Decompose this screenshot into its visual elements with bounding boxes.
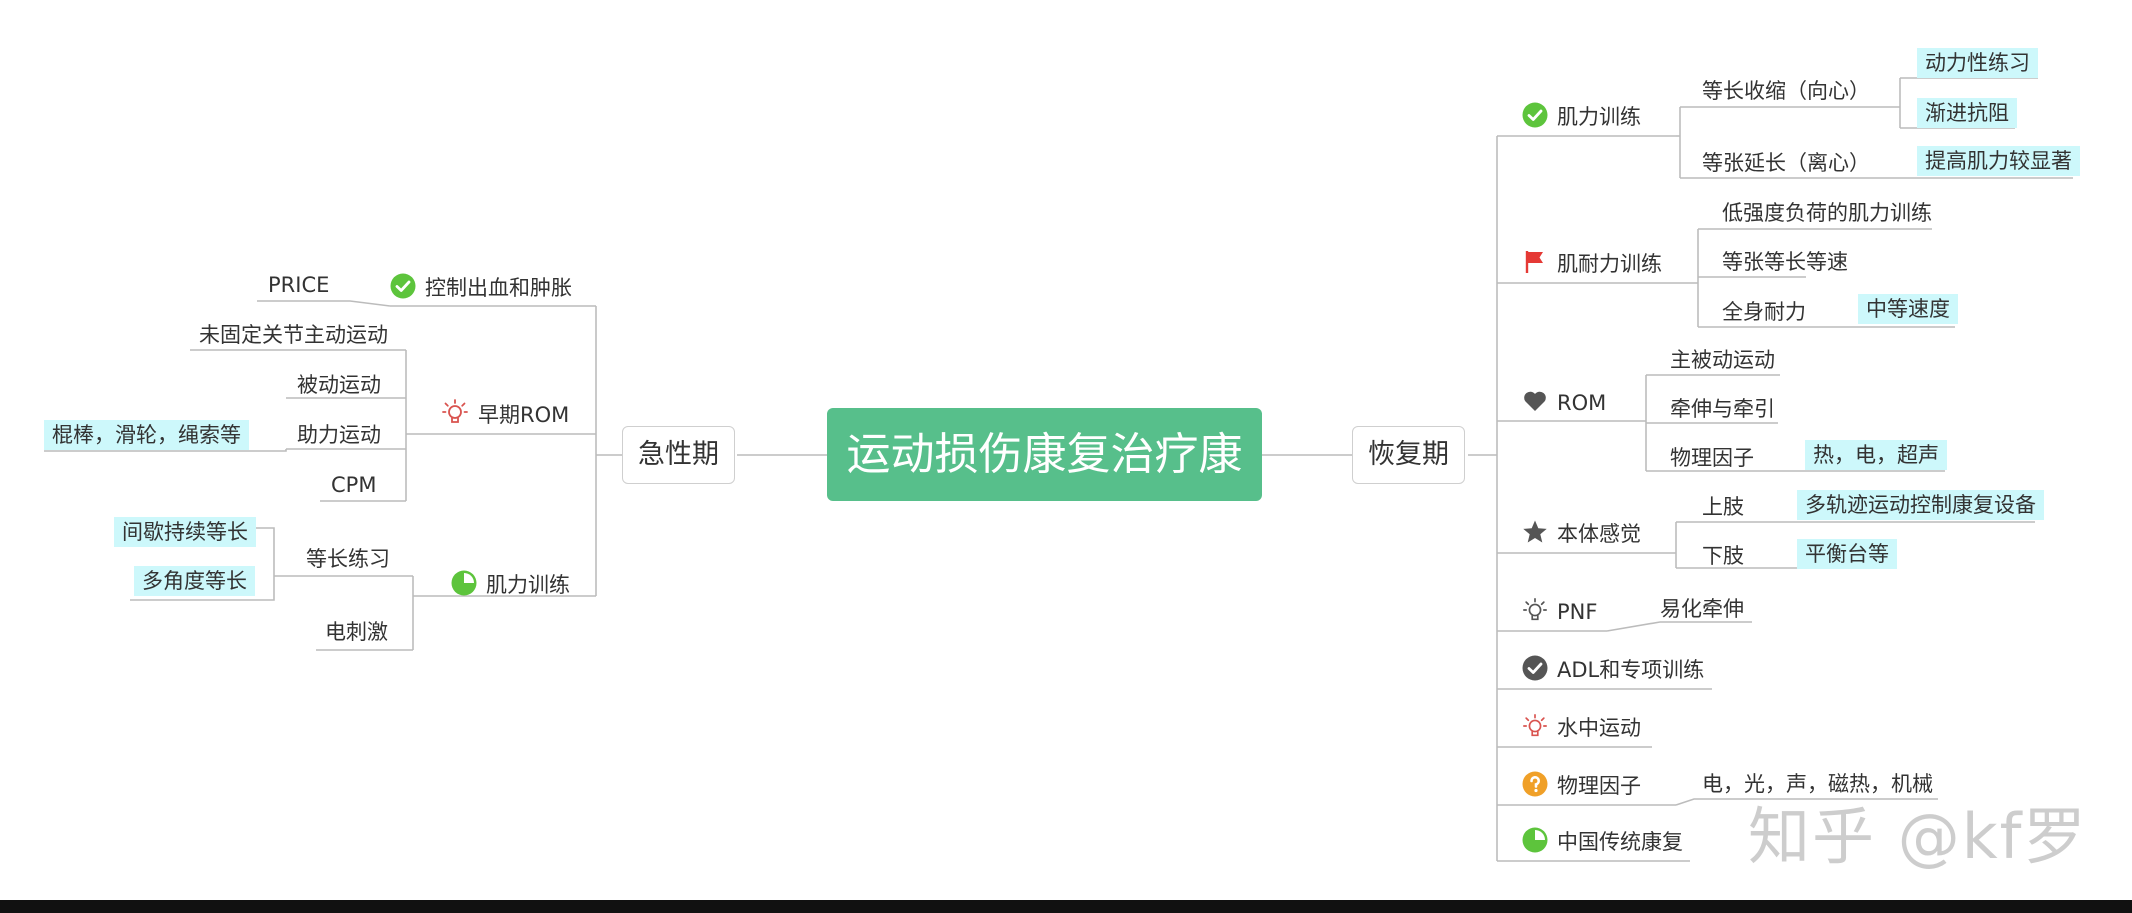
topic-tools[interactable]: 棍棒，滑轮，绳索等 bbox=[44, 420, 249, 450]
topic-electrical-stimulation[interactable]: 电刺激 bbox=[325, 620, 388, 644]
topic-endurance[interactable]: 肌耐力训练 bbox=[1522, 249, 1662, 279]
check-circle-icon bbox=[1522, 655, 1548, 681]
pie-progress-icon bbox=[1522, 827, 1548, 853]
check-circle-icon bbox=[1522, 102, 1548, 128]
topic-upper-limb[interactable]: 上肢 bbox=[1702, 495, 1744, 519]
lightbulb-icon bbox=[1522, 713, 1548, 739]
topic-strength-acute[interactable]: 肌力训练 bbox=[451, 570, 570, 600]
topic-intermittent-isometric[interactable]: 间歇持续等长 bbox=[114, 517, 256, 547]
topic-label: 控制出血和肿胀 bbox=[425, 276, 572, 300]
topic-label: 中国传统康复 bbox=[1557, 830, 1683, 854]
heart-icon bbox=[1522, 388, 1548, 414]
topic-unfixed-joint[interactable]: 未固定关节主动运动 bbox=[199, 323, 388, 347]
topic-proprioception[interactable]: 本体感觉 bbox=[1522, 519, 1641, 549]
pie-progress-icon bbox=[451, 570, 477, 596]
topic-label: 物理因子 bbox=[1557, 774, 1641, 798]
topic-label: 本体感觉 bbox=[1557, 522, 1641, 546]
topic-low-intensity[interactable]: 低强度负荷的肌力训练 bbox=[1722, 201, 1932, 225]
topic-active-passive[interactable]: 主被动运动 bbox=[1670, 348, 1775, 372]
topic-tcm-rehab[interactable]: 中国传统康复 bbox=[1522, 827, 1683, 857]
topic-multi-angle-isometric[interactable]: 多角度等长 bbox=[134, 566, 255, 596]
star-icon bbox=[1522, 519, 1548, 545]
topic-label: ADL和专项训练 bbox=[1557, 658, 1705, 682]
topic-medium-speed[interactable]: 中等速度 bbox=[1858, 294, 1958, 324]
topic-pnf[interactable]: PNF bbox=[1522, 597, 1597, 627]
recovery-phase-topic[interactable]: 恢复期 bbox=[1352, 426, 1465, 484]
check-circle-icon bbox=[390, 273, 416, 299]
topic-isometric[interactable]: 等长练习 bbox=[306, 547, 390, 571]
topic-heat-electric-ultrasound[interactable]: 热，电，超声 bbox=[1805, 440, 1947, 470]
topic-strength-recovery[interactable]: 肌力训练 bbox=[1522, 102, 1641, 132]
topic-cpm[interactable]: CPM bbox=[331, 473, 377, 497]
topic-facilitated-stretch[interactable]: 易化牵伸 bbox=[1660, 597, 1744, 621]
topic-modalities[interactable]: 电，光，声，磁热，机械 bbox=[1702, 772, 1933, 796]
bottom-border bbox=[0, 900, 2132, 913]
topic-adl[interactable]: ADL和专项训练 bbox=[1522, 655, 1704, 685]
topic-dynamic-exercise[interactable]: 动力性练习 bbox=[1917, 48, 2038, 78]
lightbulb-icon bbox=[1522, 597, 1548, 623]
flag-icon bbox=[1522, 249, 1548, 275]
topic-rom[interactable]: ROM bbox=[1522, 388, 1606, 418]
topic-eccentric[interactable]: 等张延长（离心） bbox=[1702, 151, 1870, 175]
topic-label: 早期ROM bbox=[478, 403, 570, 427]
watermark: 知乎 @kf罗 bbox=[1748, 800, 2088, 873]
topic-physical-factors[interactable]: 物理因子 bbox=[1670, 446, 1754, 470]
topic-aquatic[interactable]: 水中运动 bbox=[1522, 713, 1641, 743]
topic-label: 肌耐力训练 bbox=[1557, 252, 1662, 276]
topic-progressive-resistance[interactable]: 渐进抗阻 bbox=[1917, 98, 2017, 128]
topic-label: 肌力训练 bbox=[486, 573, 570, 597]
topic-assisted-motion[interactable]: 助力运动 bbox=[297, 423, 381, 447]
topic-stretch-traction[interactable]: 牵伸与牵引 bbox=[1670, 397, 1775, 421]
topic-concentric[interactable]: 等长收缩（向心） bbox=[1702, 79, 1870, 103]
topic-label: PNF bbox=[1557, 600, 1598, 624]
topic-physical-agents[interactable]: 物理因子 bbox=[1522, 771, 1641, 801]
question-circle-icon bbox=[1522, 771, 1548, 797]
acute-phase-topic[interactable]: 急性期 bbox=[622, 426, 735, 484]
topic-price[interactable]: PRICE bbox=[268, 273, 330, 297]
topic-balance-board[interactable]: 平衡台等 bbox=[1797, 539, 1897, 569]
topic-label: 肌力训练 bbox=[1557, 105, 1641, 129]
topic-whole-body-endurance[interactable]: 全身耐力 bbox=[1722, 300, 1806, 324]
topic-early-rom[interactable]: 早期ROM bbox=[441, 398, 569, 430]
topic-passive-motion[interactable]: 被动运动 bbox=[297, 373, 381, 397]
topic-label: 水中运动 bbox=[1557, 716, 1641, 740]
topic-multi-track-device[interactable]: 多轨迹运动控制康复设备 bbox=[1797, 490, 2044, 520]
topic-lower-limb[interactable]: 下肢 bbox=[1702, 544, 1744, 568]
root-topic[interactable]: 运动损伤康复治疗康复 bbox=[827, 408, 1262, 573]
topic-improve-strength[interactable]: 提高肌力较显著 bbox=[1917, 146, 2080, 176]
topic-label: ROM bbox=[1557, 391, 1607, 415]
topic-control-bleeding[interactable]: 控制出血和肿胀 bbox=[390, 273, 572, 303]
topic-isotonic-isometric-isokinetic[interactable]: 等张等长等速 bbox=[1722, 250, 1848, 274]
lightbulb-icon bbox=[441, 398, 469, 426]
